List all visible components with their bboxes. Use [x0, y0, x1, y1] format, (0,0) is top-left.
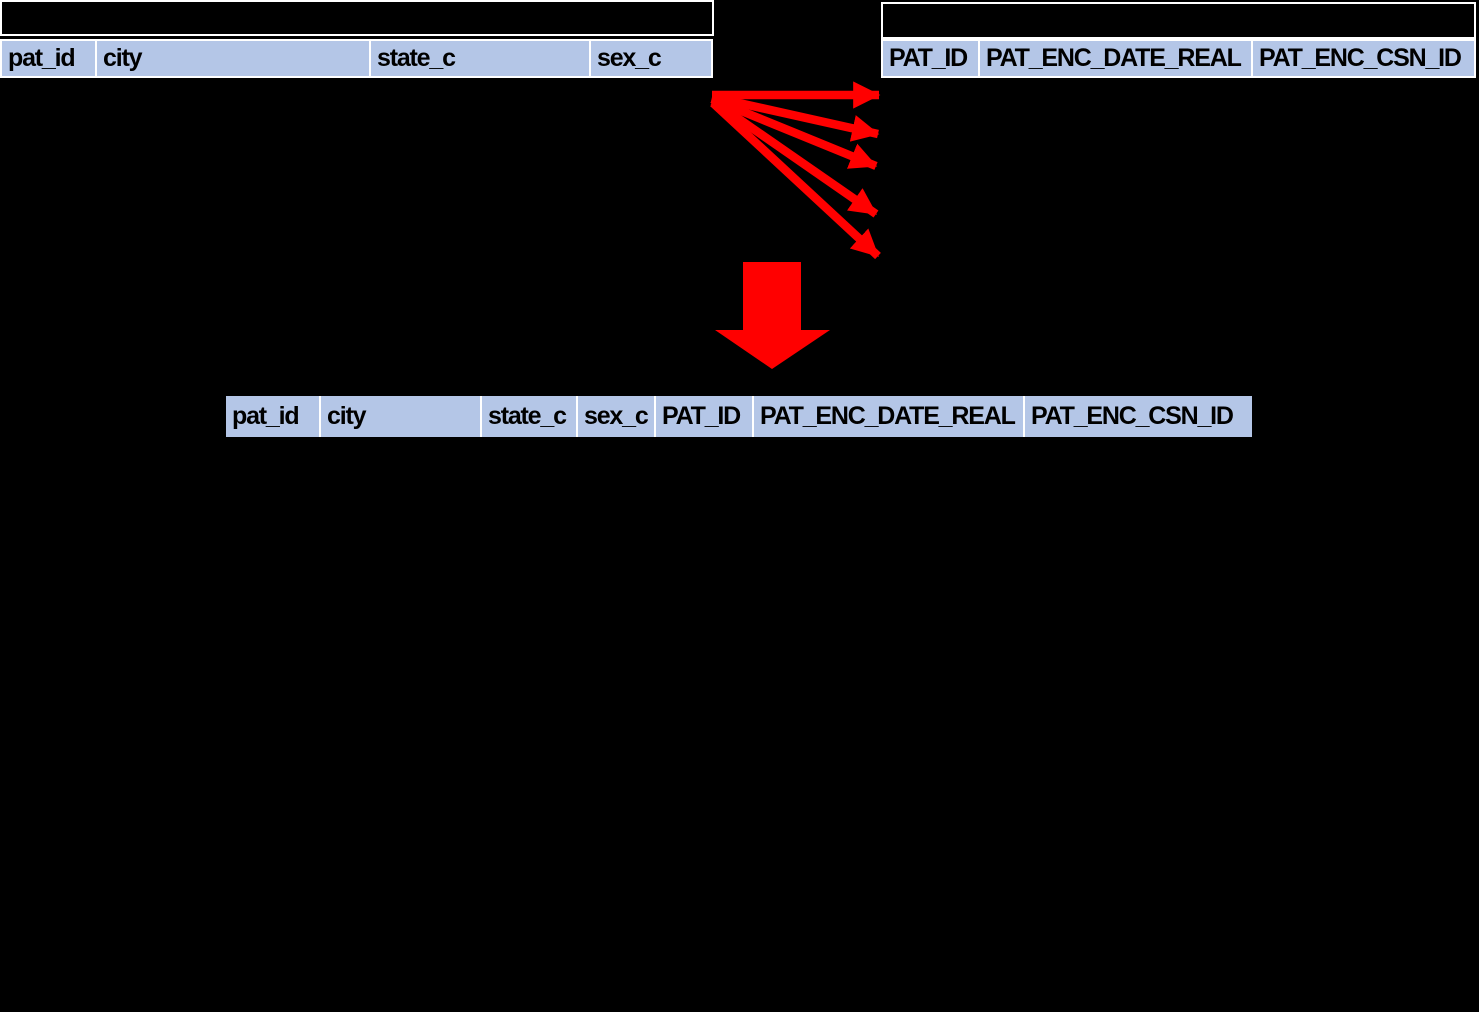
- patient-header-cell-sex-c: sex_c: [591, 41, 711, 76]
- patient-table-header-row: pat_id city state_c sex_c: [0, 39, 713, 78]
- merged-header-cell-state-c: state_c: [482, 396, 576, 437]
- merged-header-cell-city: city: [321, 396, 480, 437]
- merge-down-arrow-icon: [715, 262, 830, 369]
- patient-header-cell-pat-id: pat_id: [2, 41, 95, 76]
- merged-header-cell-pat-enc-date-real: PAT_ENC_DATE_REAL: [754, 396, 1023, 437]
- encounter-table-title-band: [881, 2, 1476, 39]
- encounter-table-header-row: PAT_ID PAT_ENC_DATE_REAL PAT_ENC_CSN_ID: [881, 39, 1476, 78]
- merged-table-header-row: pat_id city state_c sex_c PAT_ID PAT_ENC…: [226, 396, 1252, 437]
- fan-arrow-4: [710, 97, 879, 218]
- encounter-header-cell-pat-enc-csn-id: PAT_ENC_CSN_ID: [1253, 41, 1474, 76]
- fan-arrow-5: [710, 99, 881, 260]
- merged-header-cell-pat-enc-csn-id: PAT_ENC_CSN_ID: [1025, 396, 1252, 437]
- merged-header-cell-sex-c: sex_c: [578, 396, 654, 437]
- merged-header-cell-pat-id: pat_id: [226, 396, 319, 437]
- fan-arrow-2: [711, 92, 880, 142]
- encounter-header-cell-pat-id: PAT_ID: [883, 41, 978, 76]
- fan-arrow-3: [710, 95, 878, 170]
- patient-table-title-band: [0, 0, 714, 36]
- encounter-header-cell-pat-enc-date-real: PAT_ENC_DATE_REAL: [980, 41, 1251, 76]
- patient-header-cell-city: city: [97, 41, 369, 76]
- patient-header-cell-state-c: state_c: [371, 41, 589, 76]
- merged-header-cell-pat-id-upper: PAT_ID: [656, 396, 752, 437]
